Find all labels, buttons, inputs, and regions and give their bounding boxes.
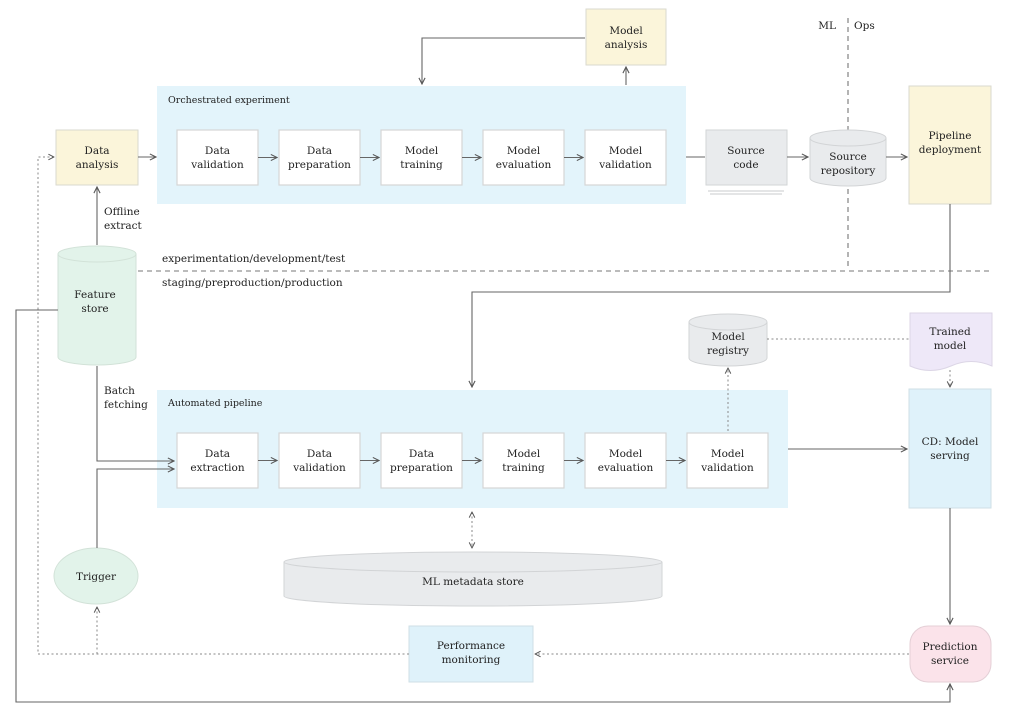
trained-model-line2: model [934,340,967,352]
orchestrated-experiment-title: Orchestrated experiment [168,95,290,106]
orchestrated-step: Data validation [176,129,259,186]
arrow-monitoring-to-data-analysis [37,157,409,655]
automated-step-label: Data [307,448,332,460]
orchestrated-step-label: Data [205,145,230,157]
automated-pipeline-title: Automated pipeline [167,398,263,409]
automated-step-label: validation [700,462,754,474]
feature-store-line2: store [81,303,108,315]
arrow-feature-store-to-extraction [96,366,174,461]
orchestrated-steps: Data validation Data preparation Model traini… [176,129,667,186]
orchestrated-step: Model evaluation [482,129,565,186]
automated-step-label: preparation [390,462,453,474]
orchestrated-step-label: training [400,159,443,171]
automated-step: Data extraction [176,432,259,489]
orchestrated-step-label: evaluation [496,159,552,171]
source-repository-line1: Source [829,151,866,163]
automated-pipeline-panel: Automated pipeline [157,390,788,508]
model-registry-line2: registry [707,345,749,357]
trained-model-document: Trained model [909,312,993,371]
orchestrated-step-label: Model [405,145,439,157]
offline-extract-line1: Offline [104,206,140,218]
environment-divider: experimentation/development/test staging… [138,253,992,289]
orchestrated-step-label: Data [307,145,332,157]
batch-fetching-line1: Batch [104,385,135,397]
prediction-service-line1: Prediction [923,641,978,653]
source-code-box: Source code [705,129,788,195]
orchestrated-step-label: preparation [288,159,351,171]
cd-model-serving-line2: serving [930,450,970,462]
pipeline-deployment-line1: Pipeline [928,130,971,142]
arrow-deployment-to-automated-pipeline [472,204,951,387]
prediction-service-box: Prediction service [909,625,992,683]
ops-label: Ops [854,20,875,32]
trained-model-line1: Trained [929,326,971,338]
automated-step-label: Data [205,448,230,460]
env-lower-label: staging/preproduction/production [162,277,343,289]
orchestrated-step-label: Model [507,145,541,157]
model-analysis-box: Model analysis [585,8,667,66]
feature-store-line1: Feature [74,289,115,301]
data-analysis-box: Data analysis [55,129,139,186]
cd-model-serving-line1: CD: Model [922,436,979,448]
pipeline-deployment-line2: deployment [919,144,982,156]
automated-step-label: Data [409,448,434,460]
automated-steps: Data extraction Data validation Data preparat… [176,432,769,489]
automated-step-label: Model [711,448,745,460]
data-analysis-line2: analysis [76,159,119,171]
batch-fetching-line2: fetching [104,399,148,411]
performance-monitoring-line1: Performance [437,640,505,652]
automated-step: Data validation [278,432,361,489]
connectors [15,37,951,703]
orchestrated-step: Model validation [584,129,667,186]
prediction-service-line2: service [931,655,969,667]
source-code-line1: Source [727,145,764,157]
automated-step: Model training [482,432,565,489]
model-analysis-line1: Model [609,25,643,37]
automated-step-label: Model [609,448,643,460]
orchestrated-step-label: validation [190,159,244,171]
ml-label: ML [818,20,836,32]
ml-metadata-store-cylinder: ML metadata store [283,551,663,607]
automated-step-label: training [502,462,545,474]
feature-store-cylinder: Feature store [57,245,137,366]
orchestrated-step-label: Model [609,145,643,157]
arrow-feature-store-to-prediction [15,309,950,703]
performance-monitoring-box: Performance monitoring [408,625,534,683]
orchestrated-step: Data preparation [278,129,361,186]
automated-step-label: Model [507,448,541,460]
source-code-line2: code [733,159,758,171]
automated-step: Data preparation [380,432,463,489]
source-repository-line2: repository [821,165,876,177]
automated-step: Model validation [686,432,769,489]
model-analysis-line2: analysis [605,39,648,51]
performance-monitoring-line2: monitoring [442,654,501,666]
automated-step-label: evaluation [598,462,654,474]
orchestrated-step-label: validation [598,159,652,171]
pipeline-deployment-box: Pipeline deployment [908,85,992,205]
env-upper-label: experimentation/development/test [162,253,346,265]
arrow-trigger-to-extraction [96,469,174,548]
offline-extract-line2: extract [104,220,143,232]
cd-model-serving-box: CD: Model serving [908,388,992,509]
data-analysis-line1: Data [84,145,109,157]
trigger-label: Trigger [76,571,117,583]
orchestrated-step: Model training [380,129,463,186]
automated-step: Model evaluation [584,432,667,489]
source-repository-cylinder: Source repository [809,129,887,187]
model-registry-line1: Model [711,331,745,343]
automated-step-label: validation [292,462,346,474]
ml-metadata-store-label: ML metadata store [422,576,524,588]
model-registry-cylinder: Model registry [688,313,768,367]
arrow-model-analysis-to-experiment [422,37,585,84]
automated-step-label: extraction [190,462,244,474]
trigger-ellipse: Trigger [53,547,139,605]
